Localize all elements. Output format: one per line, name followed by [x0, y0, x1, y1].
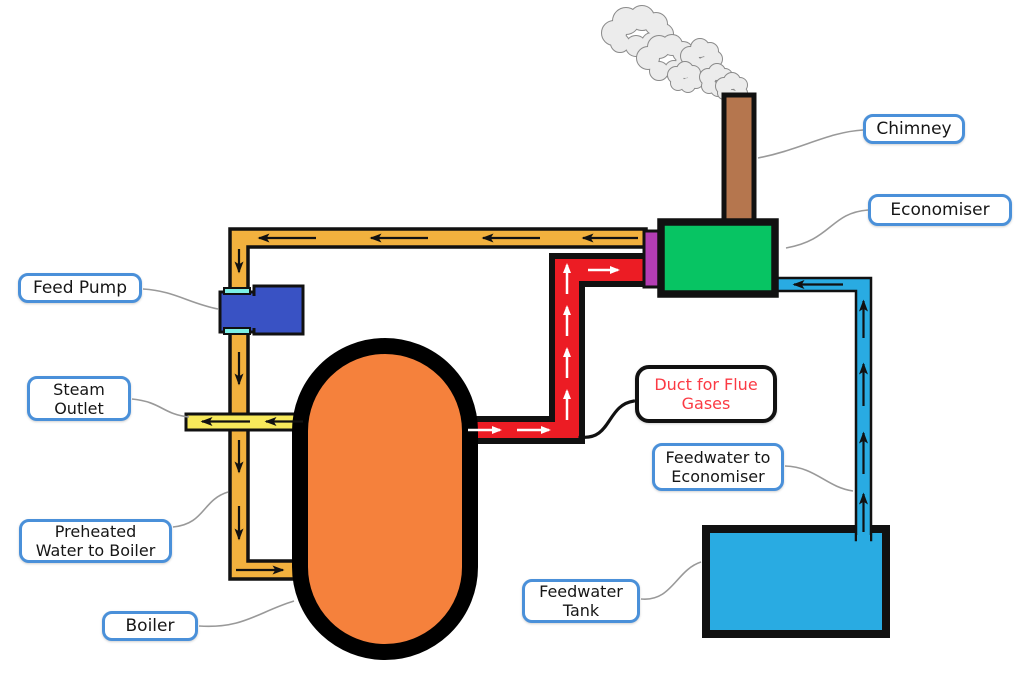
feed-pump-top-flange	[223, 287, 251, 295]
feed-pump-body	[252, 284, 305, 336]
boiler-callout	[198, 600, 295, 628]
smoke-puff	[611, 34, 629, 52]
feed-pump-label: Feed Pump	[18, 273, 142, 303]
callout-lines	[131, 129, 869, 628]
preheated-callout	[172, 491, 229, 528]
economiser-callout	[785, 209, 869, 249]
flue-gas-duct	[462, 253, 649, 444]
boiler-label: Boiler	[102, 611, 198, 641]
flow-arrows	[200, 233, 868, 575]
duct-label-line1: Duct for Flue	[654, 375, 758, 394]
chimney-label: Chimney	[863, 114, 965, 144]
economiser	[657, 218, 779, 298]
economiser-label: Economiser	[868, 194, 1012, 226]
smoke-clouds	[601, 5, 748, 103]
feedwater-to-economiser-line2: Economiser	[671, 467, 765, 486]
duct-callout	[578, 399, 636, 439]
duct-for-flue-gases-label: Duct for Flue Gases	[635, 365, 777, 423]
smoke-puff	[702, 79, 716, 93]
feed-pump-label-text: Feed Pump	[32, 277, 128, 298]
boiler	[292, 338, 478, 660]
feedwater-to-economiser-line1: Feedwater to	[665, 448, 771, 467]
feed-pump	[218, 284, 305, 336]
smoke-puff	[650, 62, 668, 80]
feedwater-tank-label-line1: Feedwater	[539, 582, 623, 601]
steam-outlet-callout	[131, 398, 190, 418]
steam-outlet-label-line2: Outlet	[54, 398, 104, 418]
feedwater-to-economiser-label: Feedwater to Economiser	[652, 443, 784, 491]
preheated-water-label: Preheated Water to Boiler	[19, 519, 172, 563]
feedwater-tank-label-line2: Tank	[562, 601, 600, 620]
feed-pump-callout	[142, 288, 219, 310]
steam-outlet-label: Steam Outlet	[27, 376, 131, 421]
feedwater-pipe	[770, 276, 873, 542]
chimney-callout	[757, 129, 864, 159]
chimney	[721, 92, 757, 226]
preheated-water-label-line1: Preheated	[54, 522, 137, 541]
duct-label-line2: Gases	[681, 394, 731, 413]
feed-pump-bottom-flange	[223, 327, 251, 335]
feedwater-pipe-joint	[857, 535, 870, 544]
feedwater-tank-label: Feedwater Tank	[522, 579, 640, 623]
feedwater-tank	[702, 525, 890, 638]
smoke-puff	[671, 76, 685, 90]
feedwater-tank-callout	[640, 561, 702, 600]
feedwater-to-economiser-callout	[784, 465, 854, 492]
preheated-water-label-line2: Water to Boiler	[35, 541, 156, 560]
feed-pump-joint	[248, 296, 259, 328]
economiser-label-text: Economiser	[890, 199, 990, 220]
chimney-label-text: Chimney	[876, 118, 952, 139]
steam-outlet-label-line1: Steam	[53, 379, 105, 399]
boiler-label-text: Boiler	[125, 615, 175, 636]
